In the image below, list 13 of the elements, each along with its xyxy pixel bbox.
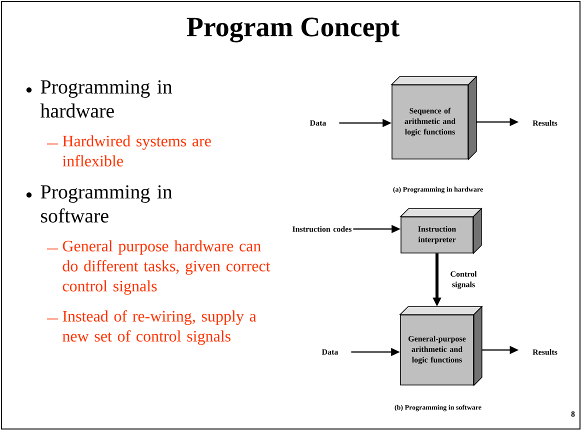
signal-label: Instruction codes bbox=[292, 226, 352, 232]
sub-bullet-text: General purpose hardware can do different tasks, given correct control signals bbox=[62, 240, 270, 295]
sub-bullet-text: Hardwired systems are inflexible bbox=[62, 135, 211, 166]
sub-bullet-text: Instead of re-wiring, supply a new set of control signals bbox=[62, 310, 256, 345]
signal-label: Data bbox=[310, 120, 326, 126]
edge-label: Control signals bbox=[450, 271, 477, 289]
bullet-text: Programming in software bbox=[40, 185, 172, 223]
signal-label: Data bbox=[322, 349, 338, 355]
slide-title: Program Concept bbox=[186, 18, 400, 42]
bullet-text: Programming in hardware bbox=[40, 80, 172, 118]
page-number: 8 bbox=[571, 411, 575, 417]
signal-label: Results bbox=[532, 349, 558, 355]
signal-label: Results bbox=[532, 120, 558, 126]
